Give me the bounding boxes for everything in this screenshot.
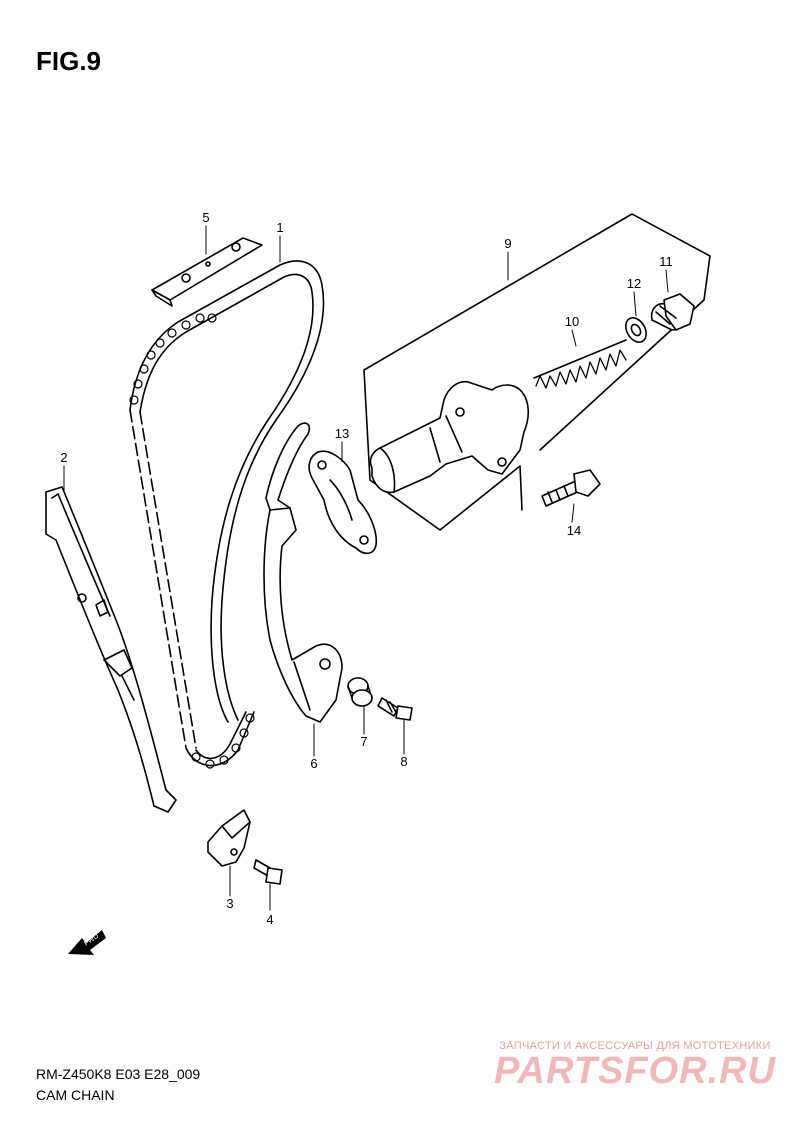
callout-8: 8 xyxy=(400,754,407,769)
callout-4: 4 xyxy=(266,912,273,927)
part-2-chain-guide xyxy=(45,486,177,813)
part-5-chain-guide-plate xyxy=(151,237,263,307)
part-13-gasket xyxy=(308,450,378,555)
model-code: RM-Z450K8 E03 E28_009 xyxy=(36,1066,201,1082)
callout-9: 9 xyxy=(504,236,511,251)
callout-13: 13 xyxy=(335,426,349,441)
callout-7: 7 xyxy=(360,734,367,749)
callout-6: 6 xyxy=(310,756,317,771)
callout-2: 2 xyxy=(60,450,67,465)
part-7-spacer xyxy=(347,677,373,707)
part-1-cam-chain xyxy=(129,260,325,769)
part-11-plug-bolt xyxy=(650,293,695,331)
forward-arrow-icon: FWD xyxy=(68,930,106,955)
part-3-bracket xyxy=(207,809,251,867)
callout-5: 5 xyxy=(202,210,209,225)
callout-3: 3 xyxy=(226,896,233,911)
figure-title: FIG.9 xyxy=(36,46,102,76)
callout-12: 12 xyxy=(627,276,641,291)
part-8-bolt xyxy=(377,697,413,721)
watermark-tagline: ЗАПЧАСТИ И АКСЕССУАРЫ ДЛЯ МОТОТЕХНИКИ xyxy=(499,1040,771,1052)
part-9-tensioner-assembly xyxy=(363,213,711,531)
callout-11: 11 xyxy=(659,254,673,269)
diagram-caption: CAM CHAIN xyxy=(36,1087,115,1103)
callout-10: 10 xyxy=(565,314,579,329)
part-10-spring xyxy=(533,339,627,389)
part-6-tensioner-arm xyxy=(263,422,343,723)
part-4-bolt xyxy=(253,859,283,885)
part-14-bolt xyxy=(541,469,601,507)
part-12-washer xyxy=(625,317,647,343)
callout-14: 14 xyxy=(567,523,581,538)
watermark-brand: PARTSFOR.RU xyxy=(494,1050,776,1092)
callout-1: 1 xyxy=(276,220,283,235)
